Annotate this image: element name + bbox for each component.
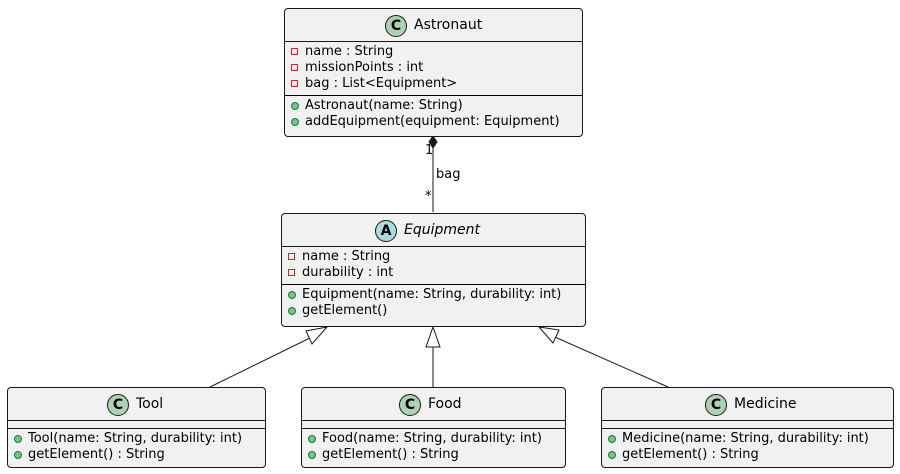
class-name: Tool [136, 396, 164, 412]
method-row: Medicine(name: String, durability: int) [602, 431, 893, 447]
inheritance-arrowhead-food [425, 325, 441, 348]
method-text: Equipment(name: String, durability: int) [302, 287, 562, 302]
attributes-section: name : String durability : int [282, 246, 585, 284]
class-stereotype-icon: C [399, 394, 421, 416]
class-header: C Astronaut [285, 9, 582, 41]
private-visibility-icon [291, 64, 298, 71]
method-row: addEquipment(equipment: Equipment) [285, 114, 582, 130]
method-row: getElement() : String [302, 447, 565, 463]
class-header: C Tool [8, 388, 265, 420]
private-visibility-icon [291, 48, 298, 55]
class-stereotype-icon: C [705, 394, 727, 416]
inheritance-arrowhead-tool [305, 326, 329, 345]
public-visibility-icon [291, 102, 299, 110]
method-row: getElement() : String [8, 447, 265, 463]
class-name: Food [428, 396, 462, 412]
attribute-row: durability : int [282, 265, 585, 281]
method-text: getElement() [302, 303, 388, 318]
class-header: C Food [302, 388, 565, 420]
attribute-text: name : String [305, 44, 394, 59]
public-visibility-icon [608, 435, 616, 443]
composition-diamond [428, 135, 438, 149]
attributes-section: name : String missionPoints : int bag : … [285, 41, 582, 95]
attributes-section [8, 420, 265, 428]
class-name: Equipment [404, 222, 480, 238]
inheritance-edge-tool [209, 326, 329, 388]
method-row: getElement() : String [602, 447, 893, 463]
method-text: getElement() : String [28, 447, 165, 462]
method-text: getElement() : String [622, 447, 759, 462]
private-visibility-icon [291, 80, 298, 87]
method-row: Tool(name: String, durability: int) [8, 431, 265, 447]
class-food[interactable]: C Food Food(name: String, durability: in… [301, 387, 566, 468]
attribute-row: name : String [282, 249, 585, 265]
public-visibility-icon [288, 307, 296, 315]
attribute-text: missionPoints : int [305, 60, 424, 75]
class-name: Astronaut [414, 17, 483, 33]
public-visibility-icon [291, 118, 299, 126]
attribute-text: bag : List<Equipment> [305, 76, 458, 91]
public-visibility-icon [14, 451, 22, 459]
multiplicity-target-label: * [425, 189, 432, 204]
public-visibility-icon [14, 435, 22, 443]
methods-section: Astronaut(name: String) addEquipment(equ… [285, 95, 582, 133]
method-text: Tool(name: String, durability: int) [28, 431, 243, 446]
method-row: getElement() [282, 303, 585, 319]
attribute-row: name : String [285, 44, 582, 60]
private-visibility-icon [288, 253, 295, 260]
attributes-section [302, 420, 565, 428]
private-visibility-icon [288, 269, 295, 276]
attribute-text: name : String [302, 249, 391, 264]
public-visibility-icon [288, 291, 296, 299]
composition-role-label: bag [436, 167, 461, 182]
method-text: getElement() : String [322, 447, 459, 462]
inheritance-edge-medicine [537, 326, 669, 388]
class-astronaut[interactable]: C Astronaut name : String missionPoints … [284, 8, 583, 137]
inheritance-arrowhead-medicine [537, 326, 560, 344]
attribute-text: durability : int [302, 265, 394, 280]
class-header: A Equipment [282, 214, 585, 246]
multiplicity-source-label: 1 [425, 143, 434, 158]
method-text: Astronaut(name: String) [305, 98, 463, 113]
method-row: Astronaut(name: String) [285, 98, 582, 114]
class-medicine[interactable]: C Medicine Medicine(name: String, durabi… [601, 387, 894, 468]
class-stereotype-icon: C [385, 15, 407, 37]
attribute-row: bag : List<Equipment> [285, 76, 582, 92]
class-tool[interactable]: C Tool Tool(name: String, durability: in… [7, 387, 266, 468]
public-visibility-icon [308, 451, 316, 459]
class-equipment[interactable]: A Equipment name : String durability : i… [281, 213, 586, 327]
inheritance-edge-food [425, 325, 441, 387]
attribute-row: missionPoints : int [285, 60, 582, 76]
method-text: Medicine(name: String, durability: int) [622, 431, 869, 446]
methods-section: Tool(name: String, durability: int) getE… [8, 428, 265, 466]
methods-section: Food(name: String, durability: int) getE… [302, 428, 565, 466]
abstract-stereotype-icon: A [375, 220, 397, 242]
public-visibility-icon [608, 451, 616, 459]
methods-section: Equipment(name: String, durability: int)… [282, 284, 585, 322]
composition-edge [428, 135, 438, 212]
class-header: C Medicine [602, 388, 893, 420]
method-text: Food(name: String, durability: int) [322, 431, 542, 446]
methods-section: Medicine(name: String, durability: int) … [602, 428, 893, 466]
attributes-section [602, 420, 893, 428]
method-row: Food(name: String, durability: int) [302, 431, 565, 447]
public-visibility-icon [308, 435, 316, 443]
class-name: Medicine [734, 396, 797, 412]
method-text: addEquipment(equipment: Equipment) [305, 114, 560, 129]
method-row: Equipment(name: String, durability: int) [282, 287, 585, 303]
class-stereotype-icon: C [107, 394, 129, 416]
